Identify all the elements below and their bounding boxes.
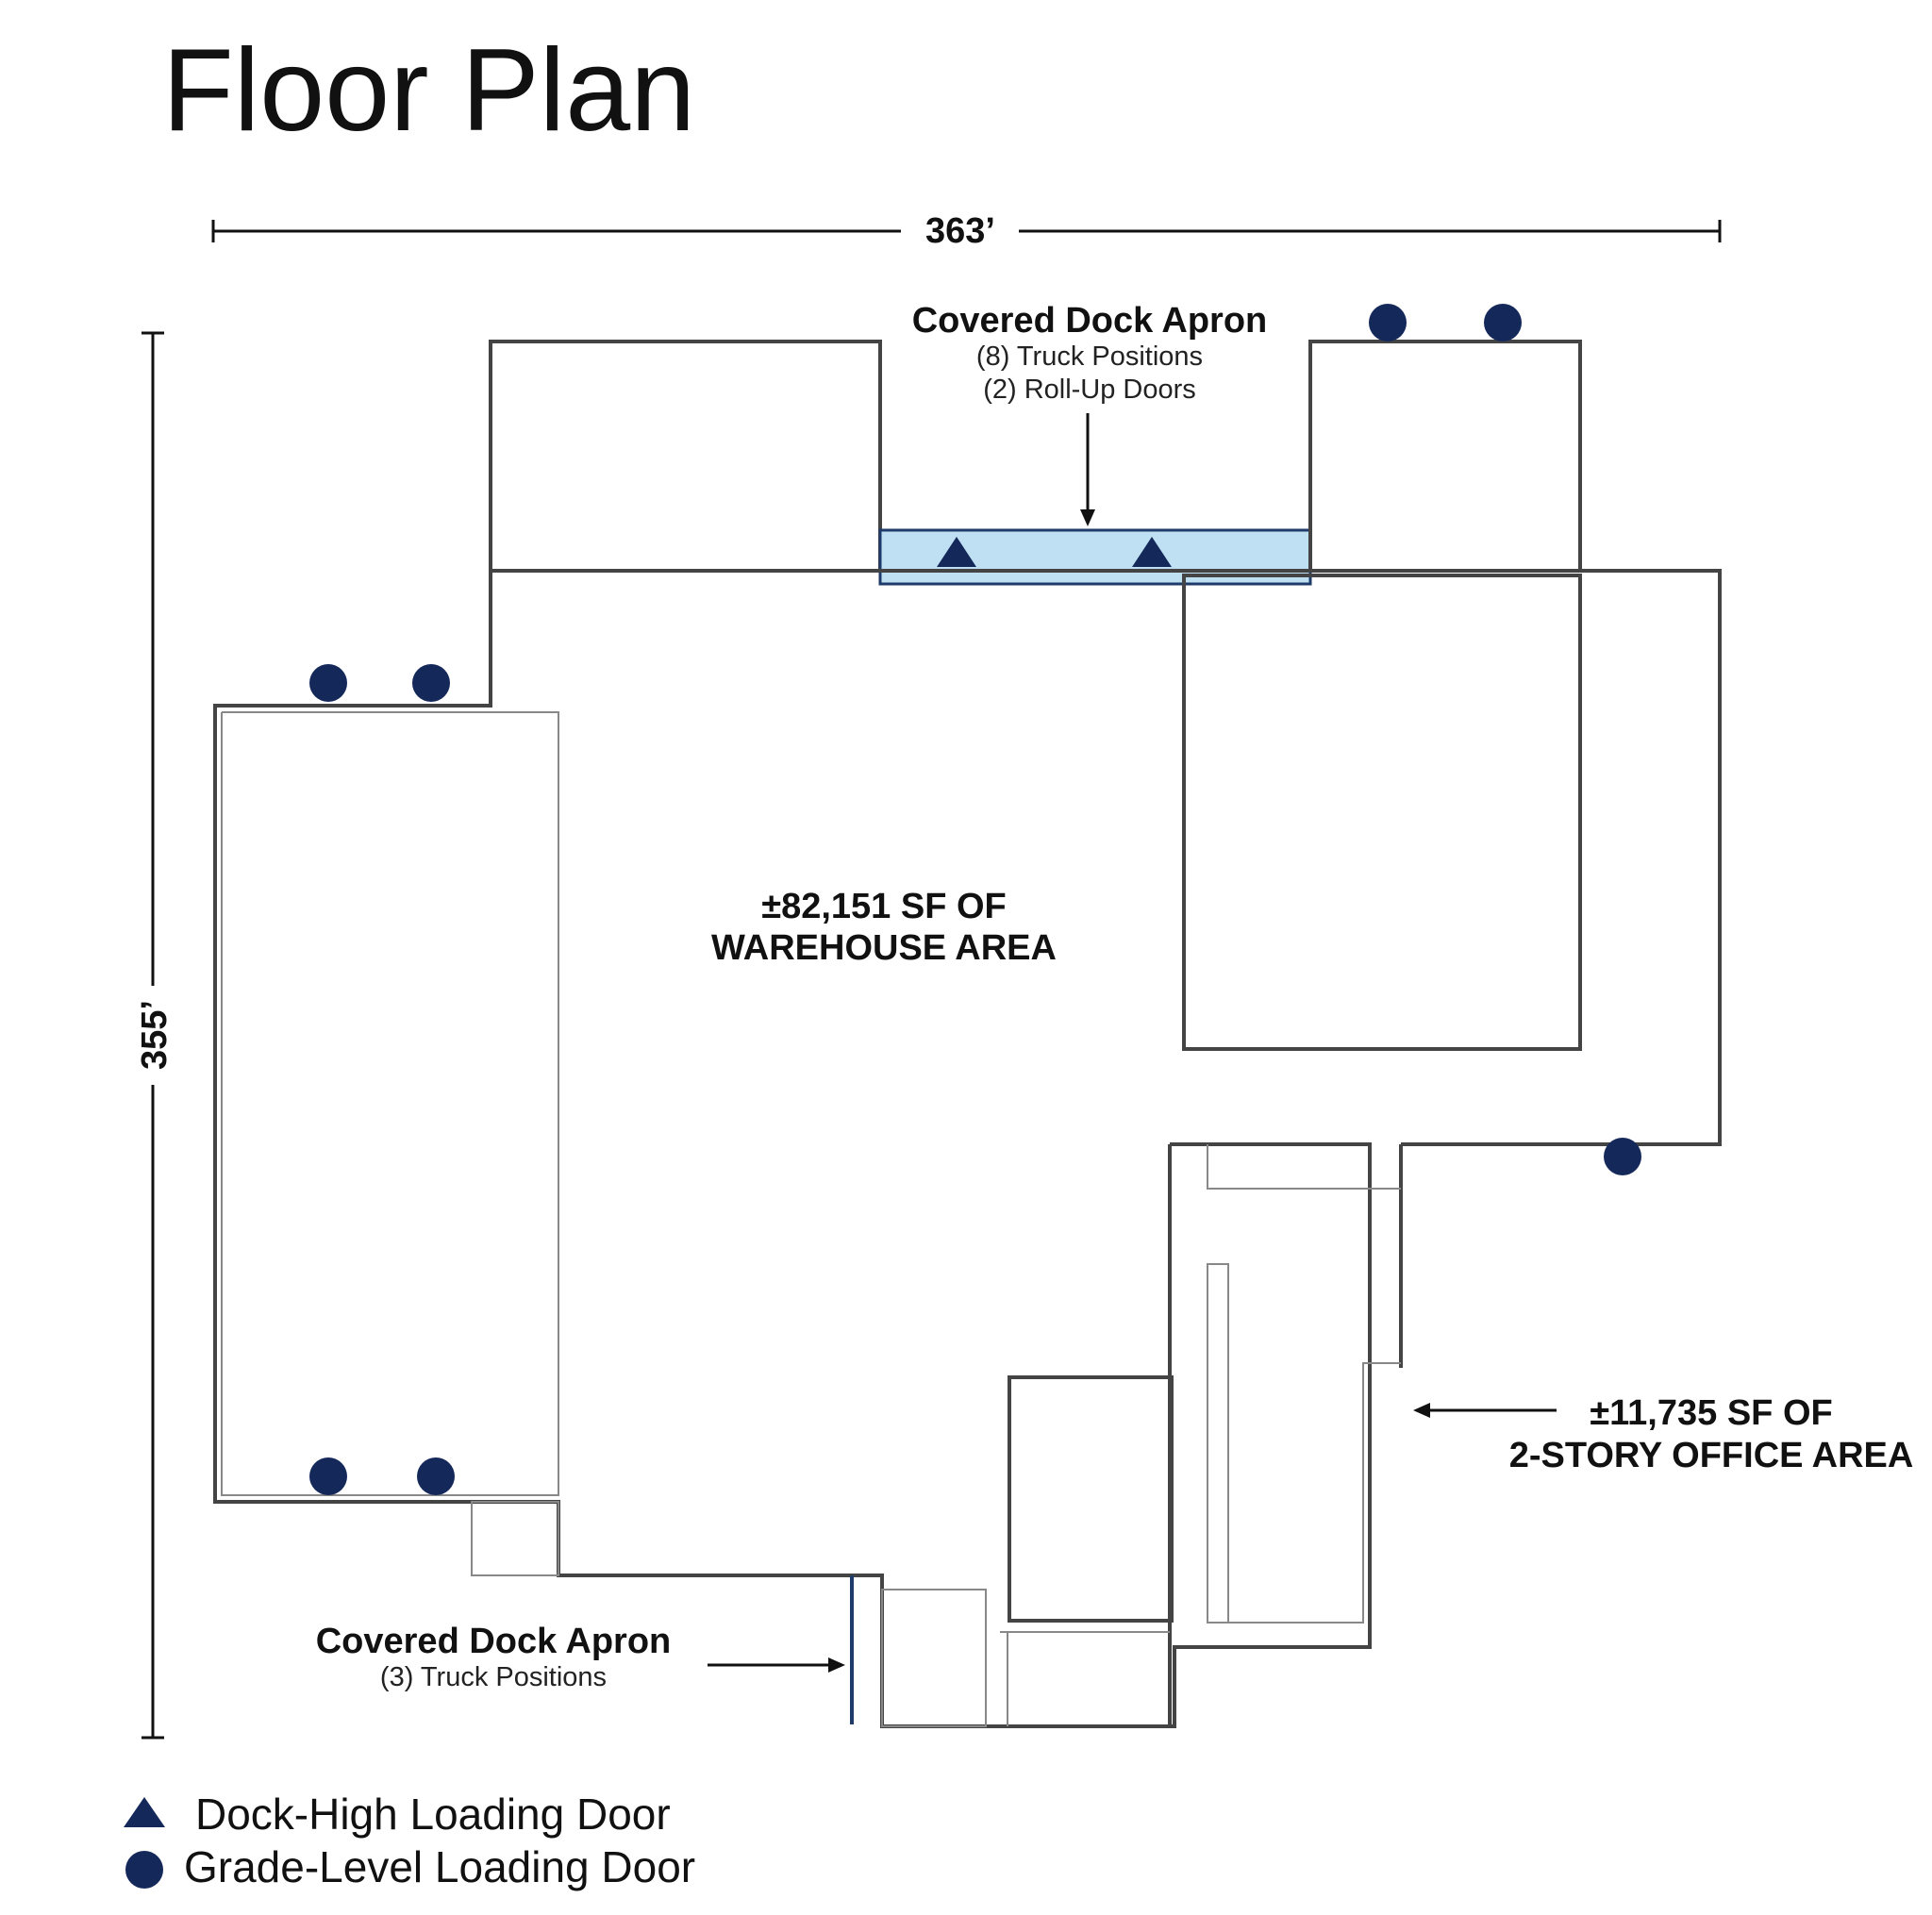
circle-icon <box>125 1851 163 1889</box>
height-dimension: 355’ <box>135 331 175 1740</box>
warehouse-label: ±82,151 SF OF WAREHOUSE AREA <box>711 887 1057 968</box>
office-callout: ±11,735 SF OF 2-STORY OFFICE AREA <box>1413 1393 1913 1475</box>
grade-level-door-icon <box>309 1457 347 1495</box>
building-outline <box>213 340 1722 1728</box>
top-apron-doors: (2) Roll-Up Doors <box>983 375 1196 405</box>
svg-text:WAREHOUSE AREA: WAREHOUSE AREA <box>711 928 1057 968</box>
bottom-apron-trucks: (3) Truck Positions <box>380 1662 607 1692</box>
height-label: 355’ <box>135 1000 175 1070</box>
legend: Dock-High Loading Door Grade-Level Loadi… <box>124 1790 695 1891</box>
dock-high-doors <box>937 537 1172 567</box>
grade-level-doors <box>309 304 1641 1495</box>
top-apron-trucks: (8) Truck Positions <box>976 341 1203 372</box>
grade-level-door-icon <box>1604 1138 1641 1175</box>
office-line1: ±11,735 SF OF <box>1590 1393 1832 1433</box>
top-apron-title: Covered Dock Apron <box>912 301 1268 341</box>
page-title: Floor Plan <box>162 25 695 156</box>
bottom-apron-title: Covered Dock Apron <box>316 1622 672 1661</box>
legend-dock-high: Dock-High Loading Door <box>195 1790 671 1839</box>
triangle-icon <box>124 1797 165 1827</box>
legend-grade-level: Grade-Level Loading Door <box>184 1842 695 1891</box>
dock-high-door-icon <box>937 537 976 567</box>
bottom-apron-callout: Covered Dock Apron (3) Truck Positions <box>316 1622 845 1692</box>
grade-level-door-icon <box>412 664 450 702</box>
office-line2: 2-STORY OFFICE AREA <box>1509 1436 1914 1475</box>
grade-level-door-icon <box>1369 304 1407 341</box>
grade-level-door-icon <box>309 664 347 702</box>
width-dimension: 363’ <box>211 211 1722 251</box>
svg-text:±82,151 SF OF: ±82,151 SF OF <box>761 887 1007 926</box>
width-label: 363’ <box>925 211 995 251</box>
dock-high-door-icon <box>1132 537 1172 567</box>
top-apron-callout: Covered Dock Apron (8) Truck Positions (… <box>912 301 1268 526</box>
grade-level-door-icon <box>417 1457 455 1495</box>
grade-level-door-icon <box>1484 304 1522 341</box>
